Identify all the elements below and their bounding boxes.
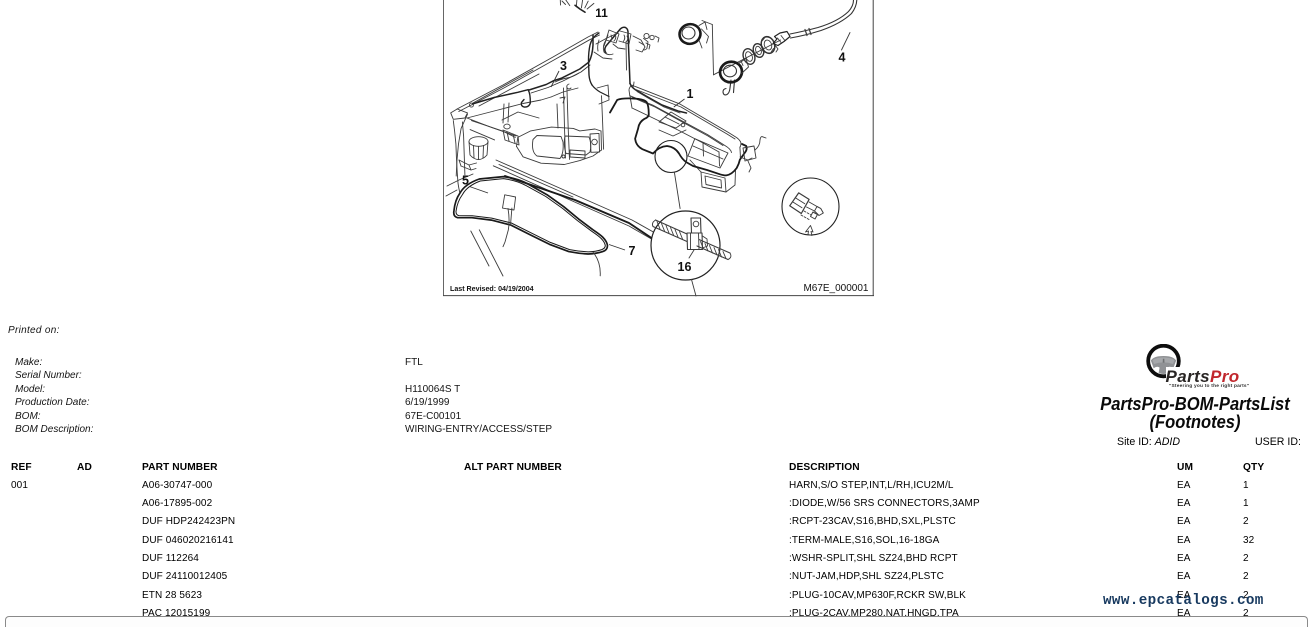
svg-text:16: 16 [678,260,692,274]
svg-text:Last Revised: 04/19/2004: Last Revised: 04/19/2004 [450,285,534,293]
svg-text:5: 5 [462,174,469,188]
svg-text:1: 1 [687,87,694,101]
svg-text:11: 11 [595,6,608,20]
svg-text:3: 3 [560,59,567,73]
svg-text:M67E_000001: M67E_000001 [803,283,868,294]
svg-text:7: 7 [629,244,636,258]
svg-text:4: 4 [839,51,846,65]
